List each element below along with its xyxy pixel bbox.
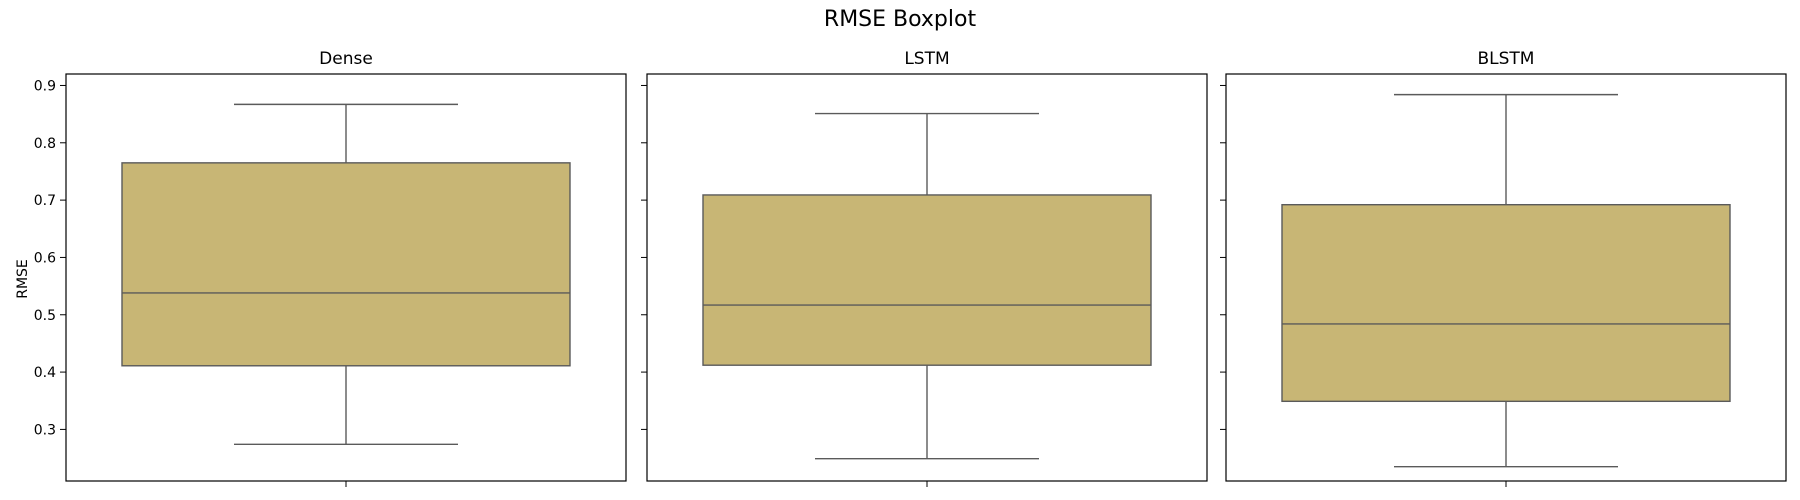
panels-group: Dense 0.3 0.4 0.5 0.6 0.7 0.8 0.9 LSTM BLSTM — [34, 49, 1787, 487]
y-tick-label-6: 0.9 — [34, 78, 56, 94]
panel-title-dense: Dense — [319, 49, 373, 69]
y-tick-label-0: 0.3 — [34, 422, 56, 438]
y-tick-label-1: 0.4 — [34, 365, 56, 381]
panel-title-lstm: LSTM — [904, 49, 949, 69]
y-tick-label-5: 0.8 — [34, 136, 56, 152]
panel-dense: Dense 0.3 0.4 0.5 0.6 0.7 0.8 0.9 — [34, 49, 627, 487]
y-tick-label-2: 0.5 — [34, 308, 56, 324]
panel-blstm: BLSTM — [1220, 49, 1787, 487]
box-dense — [121, 162, 571, 367]
panel-lstm: LSTM — [641, 49, 1208, 487]
y-tick-label-3: 0.6 — [34, 250, 56, 266]
y-axis-label: RMSE — [15, 259, 31, 299]
y-tick-label-4: 0.7 — [34, 193, 56, 209]
box-lstm — [702, 194, 1152, 366]
box-blstm — [1281, 203, 1731, 403]
panel-title-blstm: BLSTM — [1478, 49, 1535, 69]
chart-title: RMSE Boxplot — [824, 7, 977, 32]
